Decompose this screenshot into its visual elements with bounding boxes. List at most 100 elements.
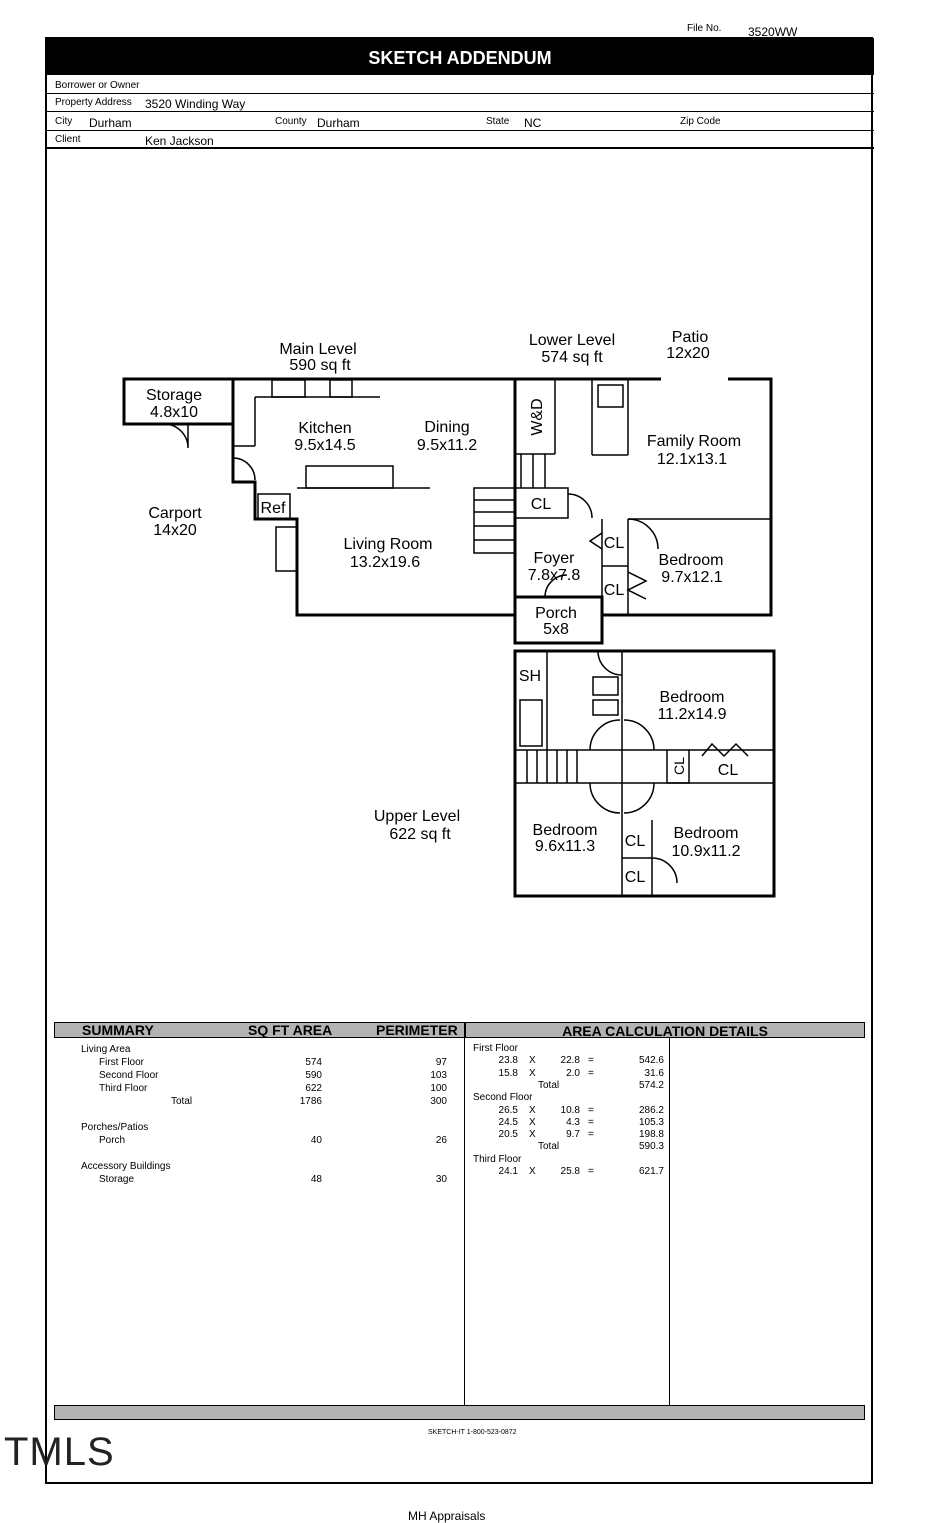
carport-size: 14x20 xyxy=(153,522,197,539)
perimeter-heading: PERIMETER xyxy=(376,1022,458,1038)
living-room-size: 13.2x19.6 xyxy=(350,554,420,571)
closet-label: CL xyxy=(671,757,687,775)
detail-result: 198.8 xyxy=(638,1129,664,1141)
detail-equals: = xyxy=(588,1055,594,1067)
detail-length: 24.5 xyxy=(498,1116,518,1128)
closet-label: CL xyxy=(604,582,625,599)
storage-size: 4.8x10 xyxy=(150,404,198,421)
living-room-label: Living Room xyxy=(344,536,433,553)
floor-plan: Main Level 590 sq ft Lower Level 574 sq … xyxy=(122,329,776,898)
main-level-sqft: 590 sq ft xyxy=(289,357,351,374)
detail-width: 4.3 xyxy=(566,1116,580,1128)
summary-row-area: 1786 xyxy=(299,1096,322,1107)
porch-label: Porch xyxy=(535,605,577,622)
detail-width: 22.8 xyxy=(560,1055,580,1067)
sketchit-note: SKETCH-IT 1-800-523-0872 xyxy=(428,1429,517,1436)
detail-floor-heading: Third Floor xyxy=(473,1153,522,1165)
wd-label: W&D xyxy=(529,398,546,435)
foyer-size: 7.8x7.8 xyxy=(528,567,581,584)
summary-row-area: 590 xyxy=(305,1070,322,1081)
patio-size: 12x20 xyxy=(666,345,710,362)
detail-multiply: X xyxy=(529,1166,536,1177)
upper-level-sqft: 622 sq ft xyxy=(389,826,451,843)
sqft-area-heading: SQ FT AREA xyxy=(248,1022,333,1038)
ref-label: Ref xyxy=(261,500,286,517)
summary-row-label: Porches/Patios xyxy=(81,1122,149,1133)
dining-size: 9.5x11.2 xyxy=(417,437,477,454)
county-label: County xyxy=(275,116,307,127)
borrower-label: Borrower or Owner xyxy=(55,80,140,91)
storage-label: Storage xyxy=(146,387,202,404)
company-name: MH Appraisals xyxy=(408,1509,486,1523)
detail-total-label: Total xyxy=(538,1079,560,1091)
client-label: Client xyxy=(55,134,81,145)
city-label: City xyxy=(55,116,73,127)
detail-multiply: X xyxy=(529,1067,536,1079)
porch-outline xyxy=(513,595,604,645)
closet-label: CL xyxy=(604,535,625,552)
detail-multiply: X xyxy=(529,1055,536,1067)
summary-row-area: 574 xyxy=(305,1057,322,1068)
detail-result: 542.6 xyxy=(638,1055,664,1067)
detail-result: 31.6 xyxy=(644,1067,664,1079)
summary-row-perimeter: 30 xyxy=(435,1174,447,1185)
kitchen-label: Kitchen xyxy=(298,420,351,437)
summary-row-area: 40 xyxy=(310,1135,322,1146)
detail-width: 9.7 xyxy=(566,1129,580,1141)
state-label: State xyxy=(486,116,510,127)
upper-level-label: Upper Level xyxy=(374,808,460,825)
detail-width: 2.0 xyxy=(566,1067,580,1079)
detail-result: 621.7 xyxy=(638,1166,664,1177)
lower-level-outline xyxy=(515,377,773,617)
summary-row-label: First Floor xyxy=(99,1057,144,1068)
mls-logo: TMLS xyxy=(4,1430,115,1474)
closet-label: CL xyxy=(531,496,552,513)
bedroom-size: 10.9x11.2 xyxy=(671,843,740,860)
detail-width: 10.8 xyxy=(560,1104,580,1116)
detail-equals: = xyxy=(588,1104,594,1116)
client-value: Ken Jackson xyxy=(145,134,214,148)
summary-row-label: Porch xyxy=(99,1135,126,1146)
shower-label: SH xyxy=(519,668,541,685)
detail-length: 20.5 xyxy=(498,1129,518,1141)
area-calc-heading: AREA CALCULATION DETAILS xyxy=(465,1022,865,1039)
bedroom-size: 9.7x12.1 xyxy=(661,569,722,586)
patio-label: Patio xyxy=(672,329,709,346)
divider xyxy=(46,111,874,112)
carport-label: Carport xyxy=(148,505,202,522)
page-title: SKETCH ADDENDUM xyxy=(46,38,874,75)
property-label: Property Address xyxy=(55,97,132,108)
summary-row-label: Total xyxy=(171,1096,193,1107)
summary-row-perimeter: 97 xyxy=(435,1057,447,1068)
detail-total-label: Total xyxy=(538,1141,560,1153)
summary-header xyxy=(54,1022,465,1038)
summary-row-label: Third Floor xyxy=(99,1083,148,1094)
closet-label: CL xyxy=(625,833,646,850)
detail-equals: = xyxy=(588,1116,594,1128)
divider xyxy=(464,1038,465,1406)
detail-length: 23.8 xyxy=(498,1055,518,1067)
lower-level-sqft: 574 sq ft xyxy=(541,349,603,366)
property-value: 3520 Winding Way xyxy=(145,97,246,111)
summary-row-perimeter: 300 xyxy=(430,1096,447,1107)
county-value: Durham xyxy=(317,116,360,130)
detail-length: 26.5 xyxy=(498,1104,518,1116)
summary-row-label: Living Area xyxy=(81,1044,131,1055)
kitchen-size: 9.5x14.5 xyxy=(294,437,355,454)
detail-equals: = xyxy=(588,1129,594,1141)
bedroom-size: 9.6x11.3 xyxy=(535,838,595,855)
detail-result: 590.3 xyxy=(638,1141,664,1153)
summary-row-perimeter: 26 xyxy=(435,1135,447,1146)
bedroom-size: 11.2x14.9 xyxy=(657,706,726,723)
detail-multiply: X xyxy=(529,1104,536,1116)
main-level-label: Main Level xyxy=(279,341,356,358)
summary-row-area: 48 xyxy=(310,1174,322,1185)
summary-row-label: Second Floor xyxy=(99,1070,159,1081)
divider xyxy=(46,147,874,149)
detail-equals: = xyxy=(588,1067,594,1079)
divider xyxy=(669,1038,670,1406)
bedroom-label: Bedroom xyxy=(533,822,598,839)
detail-floor-heading: First Floor xyxy=(473,1043,518,1054)
summary-heading: SUMMARY xyxy=(82,1022,154,1038)
upper-level-outline xyxy=(513,649,776,898)
